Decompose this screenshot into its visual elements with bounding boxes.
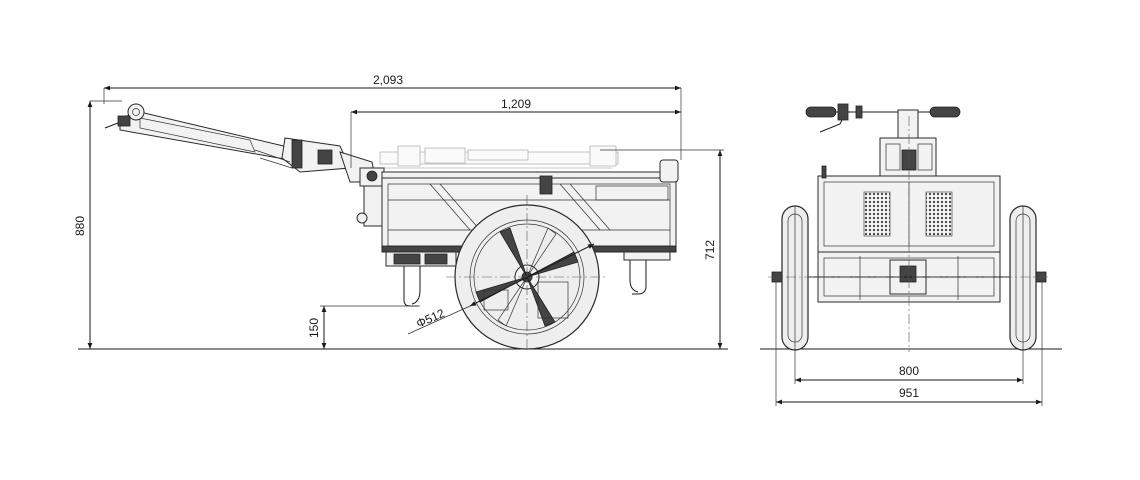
front-wheel-left <box>771 205 809 351</box>
dim-track-width: 800 <box>795 364 1023 383</box>
folded-handle-ghost <box>379 145 619 169</box>
handle <box>104 103 377 183</box>
hitch <box>356 167 385 227</box>
dim-overall-length: 2,093 <box>103 73 682 160</box>
front-wheel-right <box>1009 205 1047 351</box>
front-handlebar <box>805 103 961 177</box>
dim-bed-height: 712 <box>600 149 724 349</box>
track-width-label: 800 <box>899 364 919 378</box>
overall-width-label: 951 <box>899 386 919 400</box>
wheel-diameter-label: Φ512 <box>414 306 447 331</box>
front-view <box>768 103 1050 384</box>
dim-bed-length: 1,209 <box>350 97 681 168</box>
overall-height-label: 880 <box>73 216 87 236</box>
overall-length-label: 2,093 <box>373 73 403 87</box>
dim-overall-height: 880 <box>73 100 122 349</box>
ground-clearance-label: 150 <box>307 318 321 338</box>
dim-overall-width: 951 <box>775 282 1043 406</box>
dim-ground-clearance: 150 <box>307 305 420 349</box>
side-view <box>104 103 679 352</box>
bed-length-label: 1,209 <box>501 97 531 111</box>
under-frame <box>385 251 671 307</box>
bed-height-label: 712 <box>703 240 717 260</box>
